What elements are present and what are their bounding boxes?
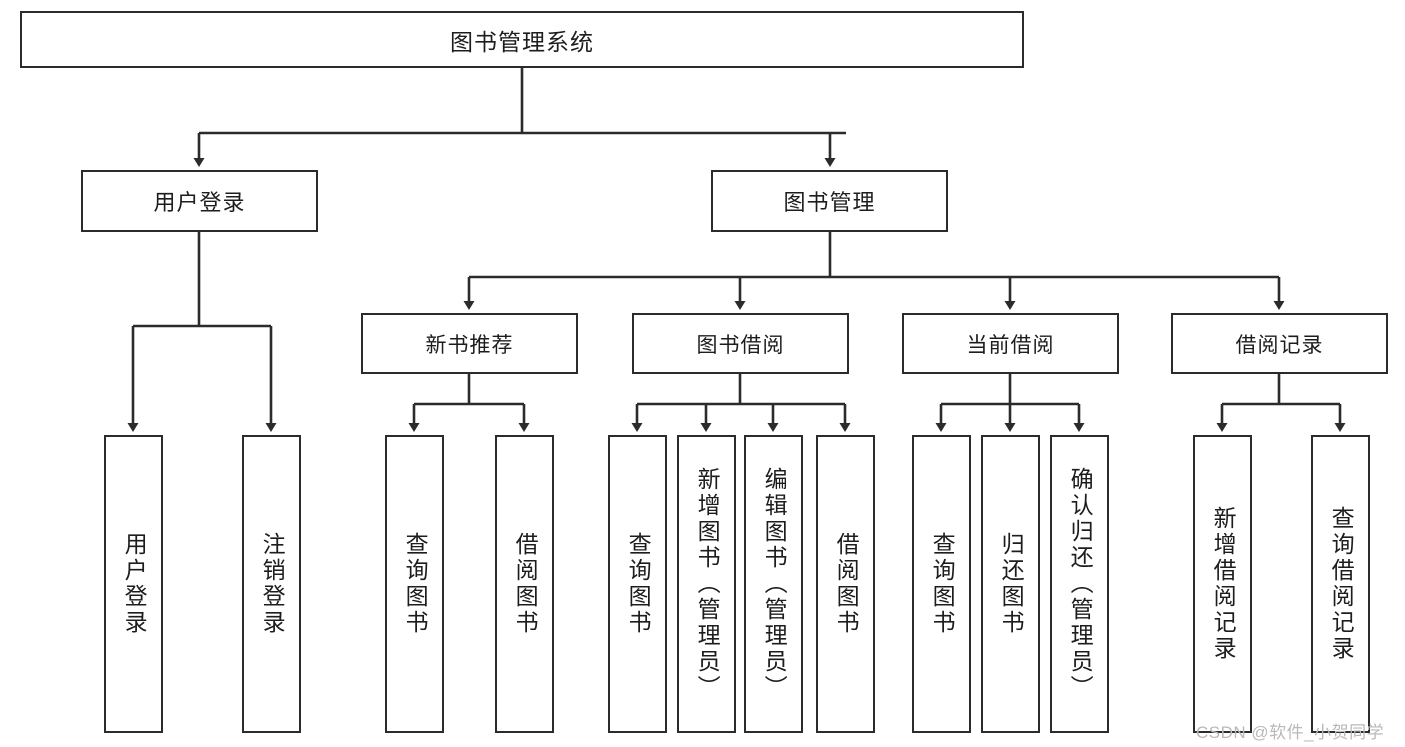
leaf-confirm-return[interactable]: 确认归还（管理员） xyxy=(1050,435,1109,733)
node-label: 查询图书 xyxy=(929,532,956,636)
node-label: 归还图书 xyxy=(998,532,1025,636)
watermark-text: CSDN @软件_小贺同学 xyxy=(1196,723,1385,742)
leaf-query-book-1[interactable]: 查询图书 xyxy=(385,435,444,733)
node-label: 查询图书 xyxy=(625,532,652,636)
node-new-book-recommend[interactable]: 新书推荐 xyxy=(361,313,578,374)
leaf-query-book-3[interactable]: 查询图书 xyxy=(912,435,971,733)
leaf-query-record[interactable]: 查询借阅记录 xyxy=(1311,435,1370,733)
node-label: 编辑图书（管理员） xyxy=(761,467,788,701)
node-label: 查询图书 xyxy=(402,532,429,636)
leaf-return-book[interactable]: 归还图书 xyxy=(981,435,1040,733)
node-root-system[interactable]: 图书管理系统 xyxy=(20,11,1024,68)
node-label: 新增图书（管理员） xyxy=(694,467,721,701)
node-label: 借阅记录 xyxy=(1235,333,1324,357)
leaf-add-record[interactable]: 新增借阅记录 xyxy=(1193,435,1252,733)
leaf-query-book-2[interactable]: 查询图书 xyxy=(608,435,667,733)
leaf-borrow-book-2[interactable]: 借阅图书 xyxy=(816,435,875,733)
node-book-borrow[interactable]: 图书借阅 xyxy=(632,313,849,374)
node-label: 新增借阅记录 xyxy=(1210,506,1237,662)
node-label: 注销登录 xyxy=(259,532,286,636)
node-label: 新书推荐 xyxy=(425,333,514,357)
node-user-login[interactable]: 用户登录 xyxy=(81,170,318,232)
node-label: 当前借阅 xyxy=(966,333,1055,357)
node-current-borrow[interactable]: 当前借阅 xyxy=(902,313,1119,374)
node-label: 图书借阅 xyxy=(696,333,785,357)
leaf-edit-book[interactable]: 编辑图书（管理员） xyxy=(744,435,803,733)
node-label: 图书管理 xyxy=(783,190,876,215)
node-label: 查询借阅记录 xyxy=(1328,506,1355,662)
node-label: 图书管理系统 xyxy=(450,28,594,55)
node-label: 借阅图书 xyxy=(512,532,539,636)
node-borrow-record[interactable]: 借阅记录 xyxy=(1171,313,1388,374)
leaf-borrow-book-1[interactable]: 借阅图书 xyxy=(495,435,554,733)
leaf-logout-login[interactable]: 注销登录 xyxy=(242,435,301,733)
leaf-add-book[interactable]: 新增图书（管理员） xyxy=(677,435,736,733)
node-label: 借阅图书 xyxy=(833,532,860,636)
node-label: 确认归还（管理员） xyxy=(1067,467,1094,701)
node-book-manage[interactable]: 图书管理 xyxy=(711,170,948,232)
node-label: 用户登录 xyxy=(153,190,246,215)
node-label: 用户登录 xyxy=(121,532,148,636)
leaf-user-login[interactable]: 用户登录 xyxy=(104,435,163,733)
